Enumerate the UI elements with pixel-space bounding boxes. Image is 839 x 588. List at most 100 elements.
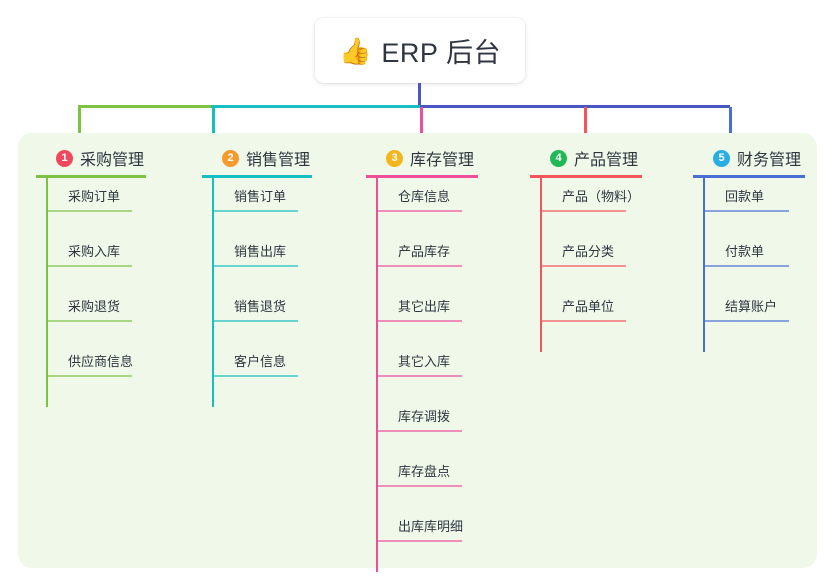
drop-2: [212, 107, 215, 137]
branch-header-4[interactable]: 4 产品管理: [530, 146, 642, 170]
branches-panel: [18, 133, 817, 568]
leaf-rule: [376, 320, 462, 322]
leaf-label: 产品分类: [562, 244, 615, 259]
branch-number-badge: 1: [56, 149, 73, 167]
leaf-item[interactable]: 销售出库: [212, 241, 298, 267]
branch-title: 财务管理: [737, 152, 802, 169]
leaf-item[interactable]: 仓库信息: [376, 186, 462, 212]
leaf-rule: [212, 320, 298, 322]
branch-header-rule: [36, 175, 146, 178]
drop-3: [420, 107, 423, 137]
root-node[interactable]: 👍 ERP 后台: [315, 18, 525, 83]
leaf-label: 出库库明细: [398, 519, 464, 534]
leaf-item[interactable]: 销售退货: [212, 296, 298, 322]
leaf-rule: [540, 320, 626, 322]
leaf-label: 其它出库: [398, 299, 451, 314]
leaf-label: 库存调拨: [398, 409, 451, 424]
leaf-item[interactable]: 采购入库: [46, 241, 132, 267]
leaf-label: 其它入库: [398, 354, 451, 369]
leaf-item[interactable]: 产品分类: [540, 241, 626, 267]
leaf-item[interactable]: 库存调拨: [376, 406, 462, 432]
leaf-label: 客户信息: [234, 354, 287, 369]
branch-trunk: [46, 178, 48, 407]
leaf-label: 产品库存: [398, 244, 451, 259]
branch-column-1: 1 采购管理采购订单采购入库采购退货供应商信息: [36, 146, 146, 407]
leaf-item[interactable]: 其它出库: [376, 296, 462, 322]
leaf-label: 供应商信息: [68, 354, 134, 369]
branch-number-badge: 3: [386, 149, 403, 167]
leaf-label: 仓库信息: [398, 189, 451, 204]
branch-number-badge: 5: [713, 149, 730, 167]
leaf-rule: [540, 265, 626, 267]
leaf-item[interactable]: 其它入库: [376, 351, 462, 377]
branch-header-1[interactable]: 1 采购管理: [36, 146, 146, 170]
branch-header-rule: [693, 175, 805, 178]
leaf-rule: [376, 430, 462, 432]
branch-title: 采购管理: [80, 152, 145, 169]
leaf-item[interactable]: 库存盘点: [376, 461, 462, 487]
leaf-item[interactable]: 出库库明细: [376, 516, 463, 542]
branch-header-2[interactable]: 2 销售管理: [202, 146, 312, 170]
bus-segment-2: [211, 105, 420, 108]
leaf-label: 销售出库: [234, 244, 287, 259]
branch-title: 销售管理: [246, 152, 311, 169]
leaf-rule: [703, 320, 789, 322]
leaf-rule: [703, 210, 789, 212]
branch-header-5[interactable]: 5 财务管理: [693, 146, 805, 170]
root-stem-connector: [418, 83, 421, 107]
leaf-item[interactable]: 回款单: [703, 186, 789, 212]
root-title: ERP 后台: [381, 38, 501, 68]
drop-5: [729, 107, 732, 137]
leaf-rule: [212, 265, 298, 267]
leaf-label: 回款单: [725, 189, 765, 204]
leaf-label: 付款单: [725, 244, 765, 259]
branch-title: 产品管理: [574, 152, 639, 169]
branch-header-rule: [366, 175, 478, 178]
branch-header-rule: [202, 175, 312, 178]
leaf-item[interactable]: 采购退货: [46, 296, 132, 322]
leaf-item[interactable]: 采购订单: [46, 186, 132, 212]
leaf-rule: [540, 210, 626, 212]
leaf-rule: [46, 320, 132, 322]
leaf-item[interactable]: 产品（物料）: [540, 186, 640, 212]
leaf-item[interactable]: 结算账户: [703, 296, 789, 322]
leaf-rule: [46, 265, 132, 267]
leaf-label: 采购退货: [68, 299, 121, 314]
leaf-rule: [376, 265, 462, 267]
drop-4: [584, 107, 587, 137]
leaf-rule: [703, 265, 789, 267]
branch-title: 库存管理: [410, 152, 475, 169]
bus-segment-1: [78, 105, 211, 108]
leaf-item[interactable]: 供应商信息: [46, 351, 133, 377]
leaf-rule: [376, 485, 462, 487]
branch-column-3: 3 库存管理仓库信息产品库存其它出库其它入库库存调拨库存盘点出库库明细: [366, 146, 478, 572]
leaf-item[interactable]: 产品单位: [540, 296, 626, 322]
leaf-item[interactable]: 付款单: [703, 241, 789, 267]
leaf-rule: [46, 375, 132, 377]
branch-header-3[interactable]: 3 库存管理: [366, 146, 478, 170]
leaf-rule: [376, 210, 462, 212]
leaf-rule: [212, 210, 298, 212]
thumbs-up-icon: 👍: [339, 35, 372, 66]
leaf-item[interactable]: 产品库存: [376, 241, 462, 267]
branch-column-4: 4 产品管理产品（物料） 产品分类产品单位: [530, 146, 642, 352]
leaf-label: 采购订单: [68, 189, 121, 204]
branch-number-badge: 4: [550, 149, 567, 167]
branch-column-5: 5 财务管理回款单付款单结算账户: [693, 146, 805, 352]
leaf-rule: [376, 375, 462, 377]
bus-segment-3: [420, 105, 730, 108]
leaf-rule: [46, 210, 132, 212]
leaf-item[interactable]: 客户信息: [212, 351, 298, 377]
leaf-label: 产品单位: [562, 299, 615, 314]
leaf-label: 库存盘点: [398, 464, 451, 479]
leaf-rule: [212, 375, 298, 377]
leaf-label: 销售退货: [234, 299, 287, 314]
leaf-rule: [376, 540, 462, 542]
branch-number-badge: 2: [222, 149, 239, 167]
leaf-label: 结算账户: [725, 299, 778, 314]
leaf-label: 产品（物料）: [562, 189, 641, 204]
leaf-label: 采购入库: [68, 244, 121, 259]
leaf-item[interactable]: 销售订单: [212, 186, 298, 212]
drop-1: [78, 107, 81, 137]
